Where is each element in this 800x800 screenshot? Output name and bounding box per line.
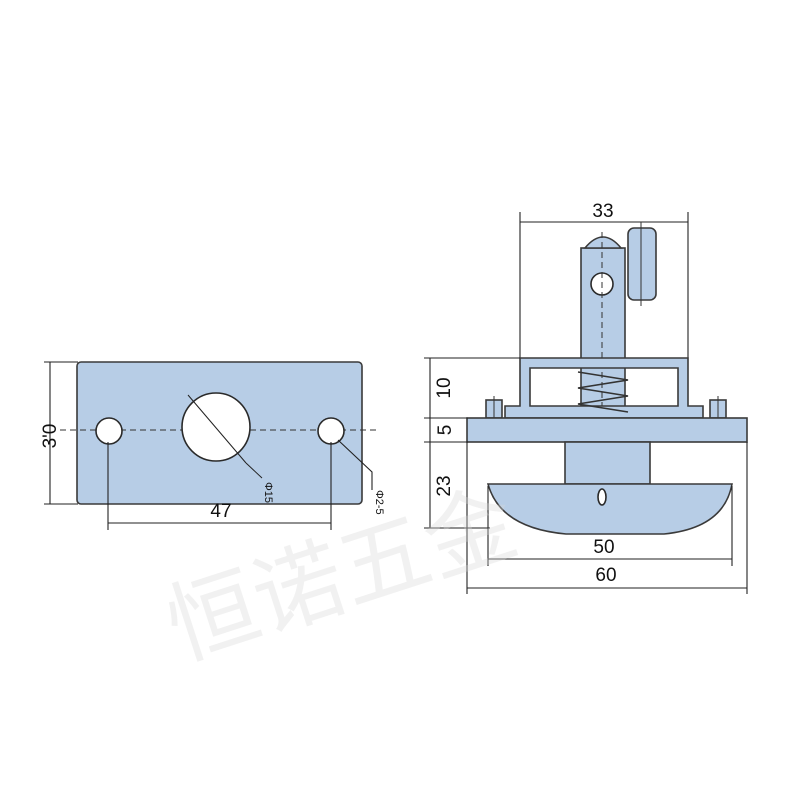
knob: [486, 483, 733, 535]
side-label-5: 5: [435, 425, 456, 436]
front-view: 3'0 47 Φ15 Φ2-5: [40, 361, 385, 530]
front-height-label: 3'0: [40, 424, 61, 449]
spindle-cap: [583, 236, 623, 249]
side-label-60: 60: [595, 565, 616, 586]
side-hole-leader: [337, 439, 373, 490]
side-label-23: 23: [434, 475, 455, 496]
knob-hole: [597, 488, 607, 506]
side-view: 33 10 5 23: [424, 201, 748, 594]
right-small-hole: [317, 417, 345, 445]
hub: [564, 441, 651, 485]
center-hole-leader-ext: [245, 462, 263, 479]
side-top-label: 33: [592, 201, 613, 222]
left-small-hole: [95, 417, 123, 445]
bracket: [504, 357, 704, 419]
side-label-10: 10: [434, 377, 455, 398]
center-hole: [181, 392, 251, 462]
side-label-50: 50: [593, 537, 614, 558]
spring: [577, 371, 629, 413]
base-plate: [466, 417, 748, 443]
latch-tab: [627, 227, 657, 301]
center-hole-leader: [187, 394, 247, 464]
center-hole-label: Φ15: [262, 482, 274, 503]
front-width-label: 47: [210, 501, 231, 522]
side-hole-label: Φ2-5: [373, 490, 385, 515]
